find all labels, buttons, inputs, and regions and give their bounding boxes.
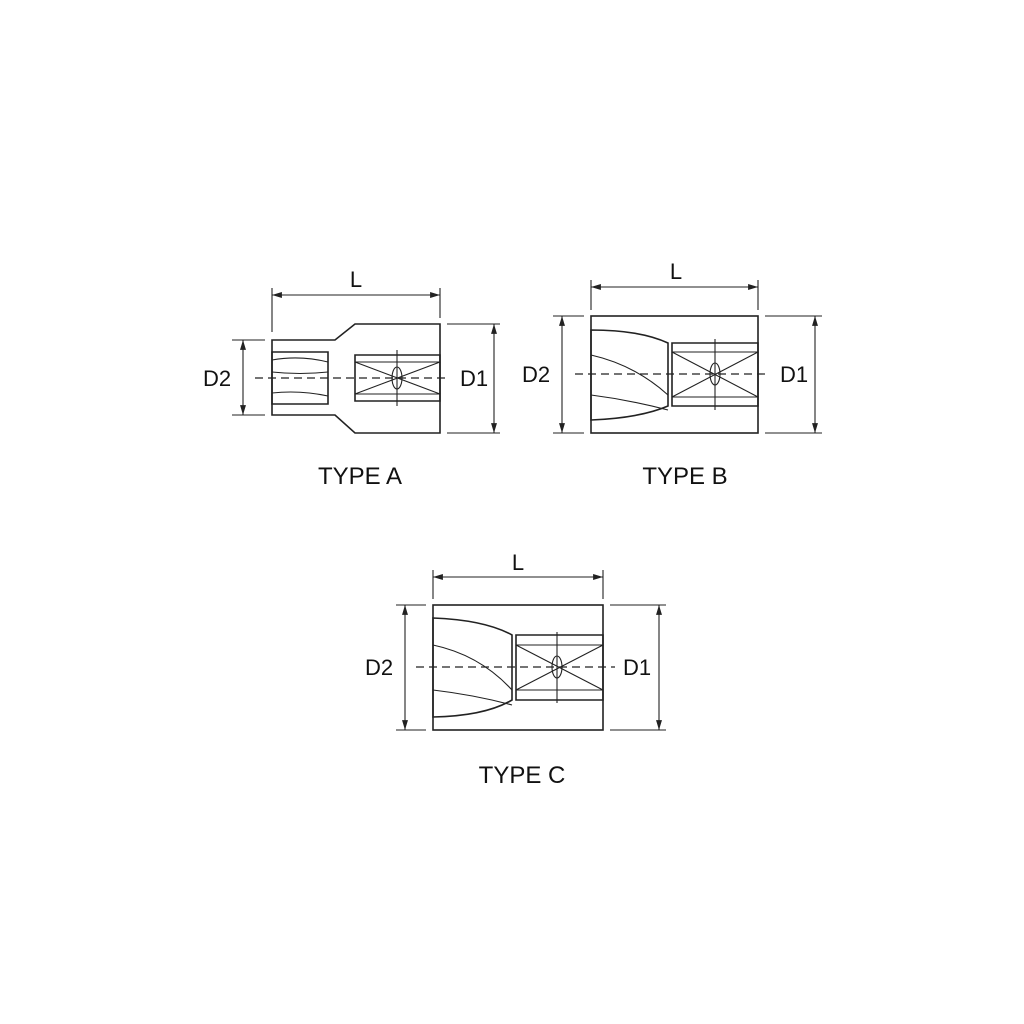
type-c-diagram: L D2 D1 TYPE C — [365, 550, 666, 789]
type-b-diagram: L D2 D1 TYPE B — [522, 259, 822, 490]
type-c-d2-label: D2 — [365, 655, 393, 680]
type-b-d2-label: D2 — [522, 362, 550, 387]
type-b-title: TYPE B — [642, 463, 727, 490]
type-a-d2-label: D2 — [203, 366, 231, 391]
type-b-length-label: L — [670, 259, 682, 284]
type-b-d1-label: D1 — [780, 362, 808, 387]
type-c-title: TYPE C — [479, 762, 566, 789]
type-a-length-label: L — [350, 267, 362, 292]
type-b-drive-opening — [590, 329, 669, 421]
type-b-socket-bore — [671, 342, 759, 407]
type-c-d1-label: D1 — [623, 655, 651, 680]
type-a-d1-label: D1 — [460, 366, 488, 391]
type-a-diagram: L D2 D1 TYPE A — [203, 267, 500, 490]
type-a-drive-opening — [271, 351, 329, 405]
type-c-length-label: L — [512, 550, 524, 575]
type-a-title: TYPE A — [318, 463, 402, 490]
type-c-socket-bore — [515, 634, 604, 701]
type-a-body — [271, 323, 441, 434]
type-a-socket-bore — [354, 354, 441, 402]
type-c-drive-opening — [432, 617, 513, 718]
